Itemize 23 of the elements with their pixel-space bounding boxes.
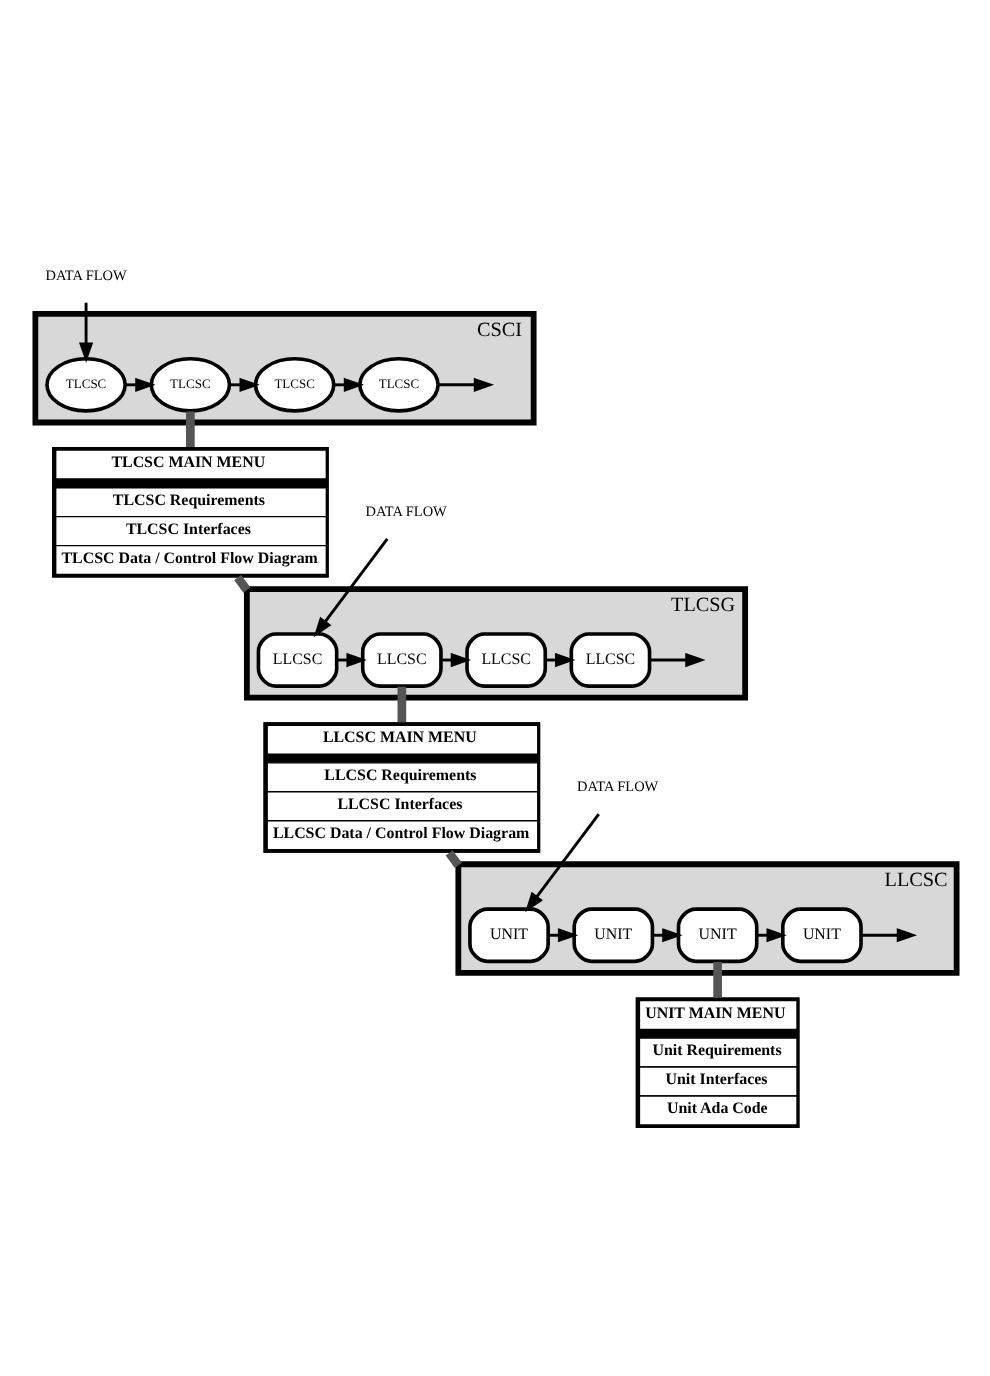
arrow — [860, 927, 917, 942]
arrow — [524, 812, 599, 912]
node-box: LLCSC — [568, 631, 651, 687]
node-box: UNIT — [780, 906, 862, 963]
node-box: UNIT — [467, 906, 549, 963]
node-box: LLCSC — [464, 631, 547, 687]
arrow — [124, 376, 155, 391]
arrow — [756, 927, 786, 942]
connector — [396, 685, 406, 722]
node-box: UNIT — [675, 906, 758, 963]
connector — [233, 574, 250, 592]
connector — [185, 410, 194, 446]
connector — [444, 849, 461, 867]
arrow — [332, 376, 364, 391]
arrow — [77, 301, 93, 362]
arrow — [437, 376, 494, 391]
node-box: UNIT — [571, 906, 654, 963]
arrow — [648, 651, 705, 667]
node-box: LLCSC — [255, 631, 338, 687]
connector — [712, 960, 721, 997]
arrow — [312, 537, 388, 637]
node-box: LLCSC — [359, 631, 442, 687]
arrow — [228, 376, 259, 391]
